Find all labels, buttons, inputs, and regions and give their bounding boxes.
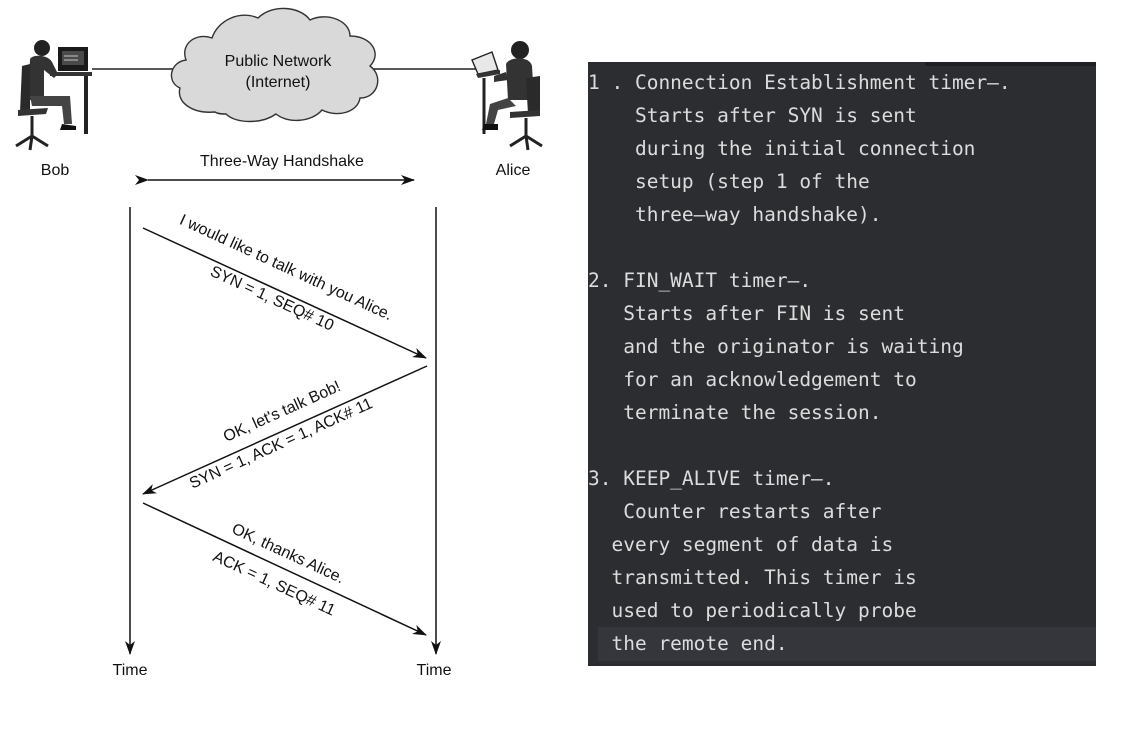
syn-message-arrow [142,227,427,359]
note-line: Starts after SYN is sent [588,104,917,127]
cloud-title-line1: Public Network [225,53,333,70]
note-line: 1 . Connection Establishment timer—. [588,71,1011,94]
bob-label: Bob [41,162,70,179]
note-line: used to periodically probe [588,599,917,622]
note-line: for an acknowledgement to [588,368,917,391]
note-line: 3. KEEP_ALIVE timer—. [588,467,835,490]
note-line: and the originator is waiting [588,335,964,358]
internet-cloud-icon [170,7,379,123]
timer-notes-panel: 1 . Connection Establishment timer—. Sta… [588,62,1096,666]
note-line: three—way handshake). [588,203,882,226]
note-line: the remote end. [588,632,788,655]
note-line: transmitted. This timer is [588,566,917,589]
note-line: every segment of data is [588,533,894,556]
bob-person-icon [15,40,92,151]
alice-person-icon [471,41,543,151]
bob-time-label: Time [113,662,148,679]
current-line-highlight [598,627,1096,661]
note-line: during the initial connection [588,137,976,160]
alice-time-label: Time [417,662,452,679]
tcp-handshake-diagram: Public Network (Internet) Bob Alic [15,7,543,679]
note-line: terminate the session. [588,401,882,424]
alice-label: Alice [496,162,531,179]
ack-message-arrow [142,502,427,636]
handshake-label: Three-Way Handshake [200,153,364,170]
syn-ack-message-arrow [142,365,428,495]
note-line: Starts after FIN is sent [588,302,905,325]
note-line: Counter restarts after [588,500,882,523]
note-line: setup (step 1 of the [588,170,870,193]
note-line: 2. FIN_WAIT timer—. [588,269,812,292]
cloud-title-line2: (Internet) [246,74,311,91]
panel-tab-strip [925,62,1096,66]
